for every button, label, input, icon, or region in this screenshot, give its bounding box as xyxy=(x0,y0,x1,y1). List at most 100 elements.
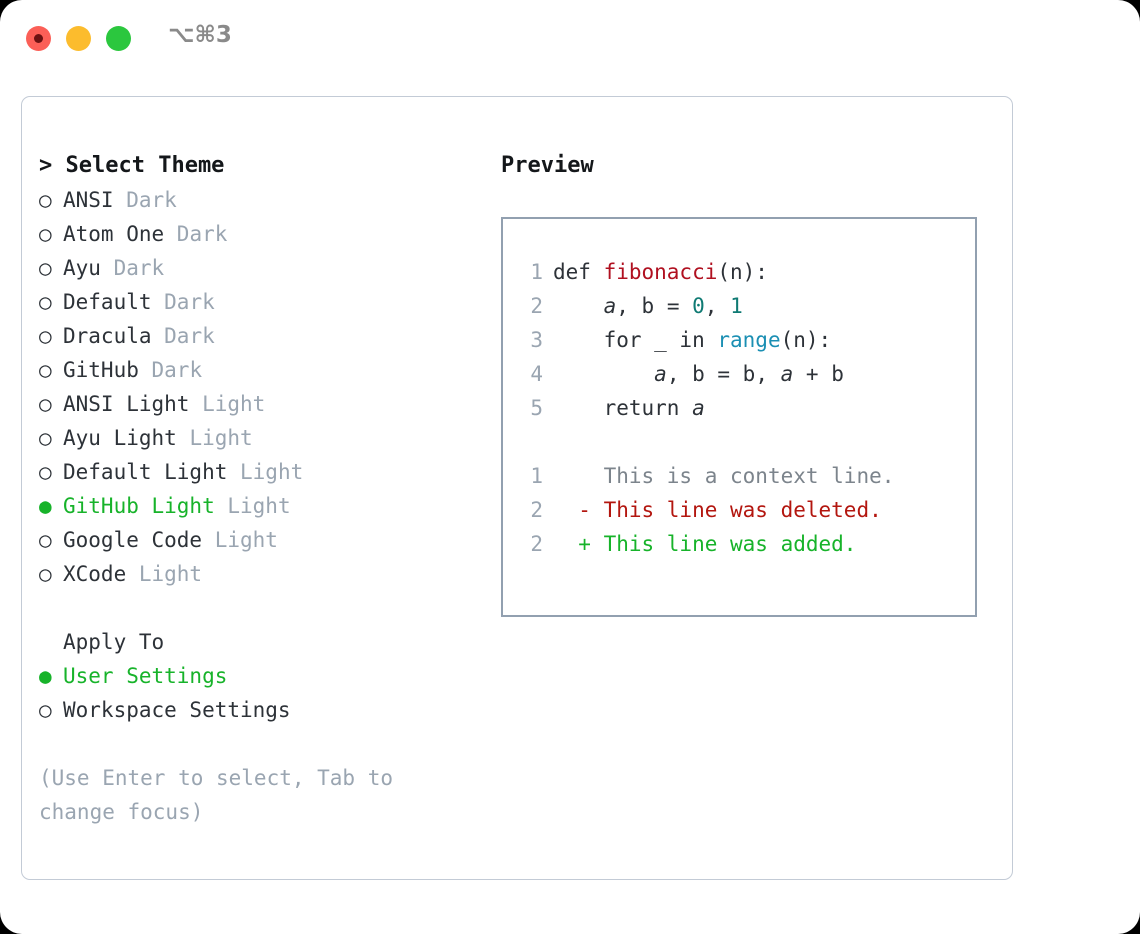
keyboard-shortcut-label: ⌥⌘3 xyxy=(168,22,232,48)
theme-option-default-light[interactable]: ○ Default Light Light xyxy=(39,455,479,489)
minimize-button[interactable] xyxy=(66,26,91,51)
list-spacer xyxy=(39,591,479,625)
code-token-var: a xyxy=(692,396,705,420)
radio-selected-icon: ● xyxy=(39,664,52,688)
radio-unselected-icon: ○ xyxy=(39,358,52,382)
theme-option-ansi-light[interactable]: ○ANSI Light Light xyxy=(39,387,479,421)
radio-unselected-icon: ○ xyxy=(39,460,52,484)
code-token-kw: for _ in xyxy=(553,328,718,352)
diff-text: This line was added. xyxy=(603,532,857,556)
radio-unselected-icon: ○ xyxy=(39,256,52,280)
theme-option-variant: Dark xyxy=(151,358,203,382)
title-bar: ⌥⌘3 xyxy=(0,0,1140,78)
diff-line-add: 2 + This line was added. xyxy=(521,527,975,561)
diff-sample: 1 This is a context line. 2 - This line w… xyxy=(521,459,975,561)
theme-option-default[interactable]: ○Default Dark xyxy=(39,285,479,319)
line-number: 2 xyxy=(530,294,543,318)
apply-to-option-user-settings[interactable]: ●User Settings xyxy=(39,659,479,693)
theme-option-variant: Dark xyxy=(176,222,228,246)
keyboard-hint-text: (Use Enter to select, Tab to change focu… xyxy=(39,766,406,824)
radio-unselected-icon: ○ xyxy=(39,426,52,450)
code-diff-spacer xyxy=(521,425,975,459)
radio-unselected-icon: ○ xyxy=(39,324,52,348)
diff-marker: - xyxy=(553,498,604,522)
radio-unselected-icon: ○ xyxy=(39,188,52,212)
apply-to-option-label: Workspace Settings xyxy=(63,698,291,722)
code-token-punct: , xyxy=(616,294,642,318)
radio-selected-icon: ● xyxy=(39,494,52,518)
code-line: 3 for _ in range(n): xyxy=(521,323,975,357)
theme-option-variant: Light xyxy=(138,562,203,586)
radio-unselected-icon: ○ xyxy=(39,698,52,722)
theme-option-label: GitHub Light xyxy=(63,494,228,518)
theme-option-label: Default Light xyxy=(63,460,241,484)
code-token-punct: , xyxy=(704,294,731,318)
theme-option-variant: Dark xyxy=(126,188,177,212)
code-token-kw: def xyxy=(553,260,604,284)
theme-option-variant: Light xyxy=(214,528,278,552)
theme-option-variant: Dark xyxy=(164,324,215,348)
apply-to-heading: Apply To xyxy=(63,630,165,654)
code-line: 5 return a xyxy=(521,391,975,425)
maximize-button[interactable] xyxy=(106,26,131,51)
theme-option-google-code[interactable]: ○ Google Code Light xyxy=(39,523,479,557)
theme-option-label: Atom One xyxy=(63,222,177,246)
theme-option-ayu[interactable]: ○Ayu Dark xyxy=(39,251,479,285)
theme-list[interactable]: ○ANSI Dark○Atom One Dark○Ayu Dark○Defaul… xyxy=(39,183,479,591)
radio-unselected-icon: ○ xyxy=(39,392,52,416)
diff-line-ctx: 1 This is a context line. xyxy=(521,459,975,493)
radio-unselected-icon: ○ xyxy=(39,562,52,586)
code-token-var: a xyxy=(780,362,794,386)
theme-option-dracula[interactable]: ○ Dracula Dark xyxy=(39,319,479,353)
code-line: 4 a, b = b, a + b xyxy=(521,357,975,391)
code-token-punct: (n): xyxy=(780,328,832,352)
line-number: 3 xyxy=(530,328,543,352)
radio-unselected-icon: ○ xyxy=(39,290,52,314)
theme-option-label: GitHub xyxy=(63,358,152,382)
theme-option-label: ANSI xyxy=(63,188,127,212)
code-token-builtin: range xyxy=(717,328,781,352)
theme-option-label: Dracula xyxy=(63,324,165,348)
code-token-punct: , b = b, xyxy=(666,362,781,386)
code-token-num: 0 xyxy=(692,294,705,318)
theme-option-ayu-light[interactable]: ○ Ayu Light Light xyxy=(39,421,479,455)
line-number: 2 xyxy=(530,498,543,522)
theme-option-variant: Light xyxy=(189,426,253,450)
theme-option-variant: Light xyxy=(227,494,291,518)
content-panel: > Select Theme ○ANSI Dark○Atom One Dark○… xyxy=(21,96,1013,880)
diff-marker: + xyxy=(553,532,604,556)
code-token-var: a xyxy=(603,294,617,318)
theme-option-label: Ayu Light xyxy=(63,426,190,450)
preview-heading: Preview xyxy=(501,153,594,178)
code-token-punct xyxy=(553,294,604,318)
theme-option-variant: Light xyxy=(240,460,304,484)
diff-text: This is a context line. xyxy=(603,464,895,488)
diff-text: This line was deleted. xyxy=(603,498,882,522)
code-token-punct: (n): xyxy=(717,260,768,284)
theme-option-label: Google Code xyxy=(63,528,215,552)
apply-to-option-workspace-settings[interactable]: ○ Workspace Settings xyxy=(39,693,479,727)
code-token-punct xyxy=(553,362,654,386)
theme-option-github[interactable]: ○ GitHub Dark xyxy=(39,353,479,387)
apply-to-list[interactable]: ●User Settings ○ Workspace Settings xyxy=(39,659,479,727)
code-line: 1 def fibonacci(n): xyxy=(521,255,975,289)
radio-unselected-icon: ○ xyxy=(39,528,52,552)
code-token-punct: + b xyxy=(793,362,844,386)
theme-option-variant: Light xyxy=(202,392,266,416)
theme-option-github-light[interactable]: ● GitHub Light Light xyxy=(39,489,479,523)
close-button[interactable] xyxy=(26,26,51,51)
code-token-fn: fibonacci xyxy=(603,260,718,284)
diff-marker xyxy=(553,464,604,488)
line-number: 1 xyxy=(530,260,543,284)
theme-option-label: Default xyxy=(63,290,165,314)
code-token-var: a xyxy=(654,362,667,386)
theme-option-xcode[interactable]: ○XCode Light xyxy=(39,557,479,591)
line-number: 2 xyxy=(530,532,543,556)
code-token-punct: = xyxy=(654,294,693,318)
theme-option-ansi[interactable]: ○ ANSI Dark xyxy=(39,183,479,217)
theme-option-atom-one[interactable]: ○Atom One Dark xyxy=(39,217,479,251)
line-number: 5 xyxy=(530,396,543,420)
